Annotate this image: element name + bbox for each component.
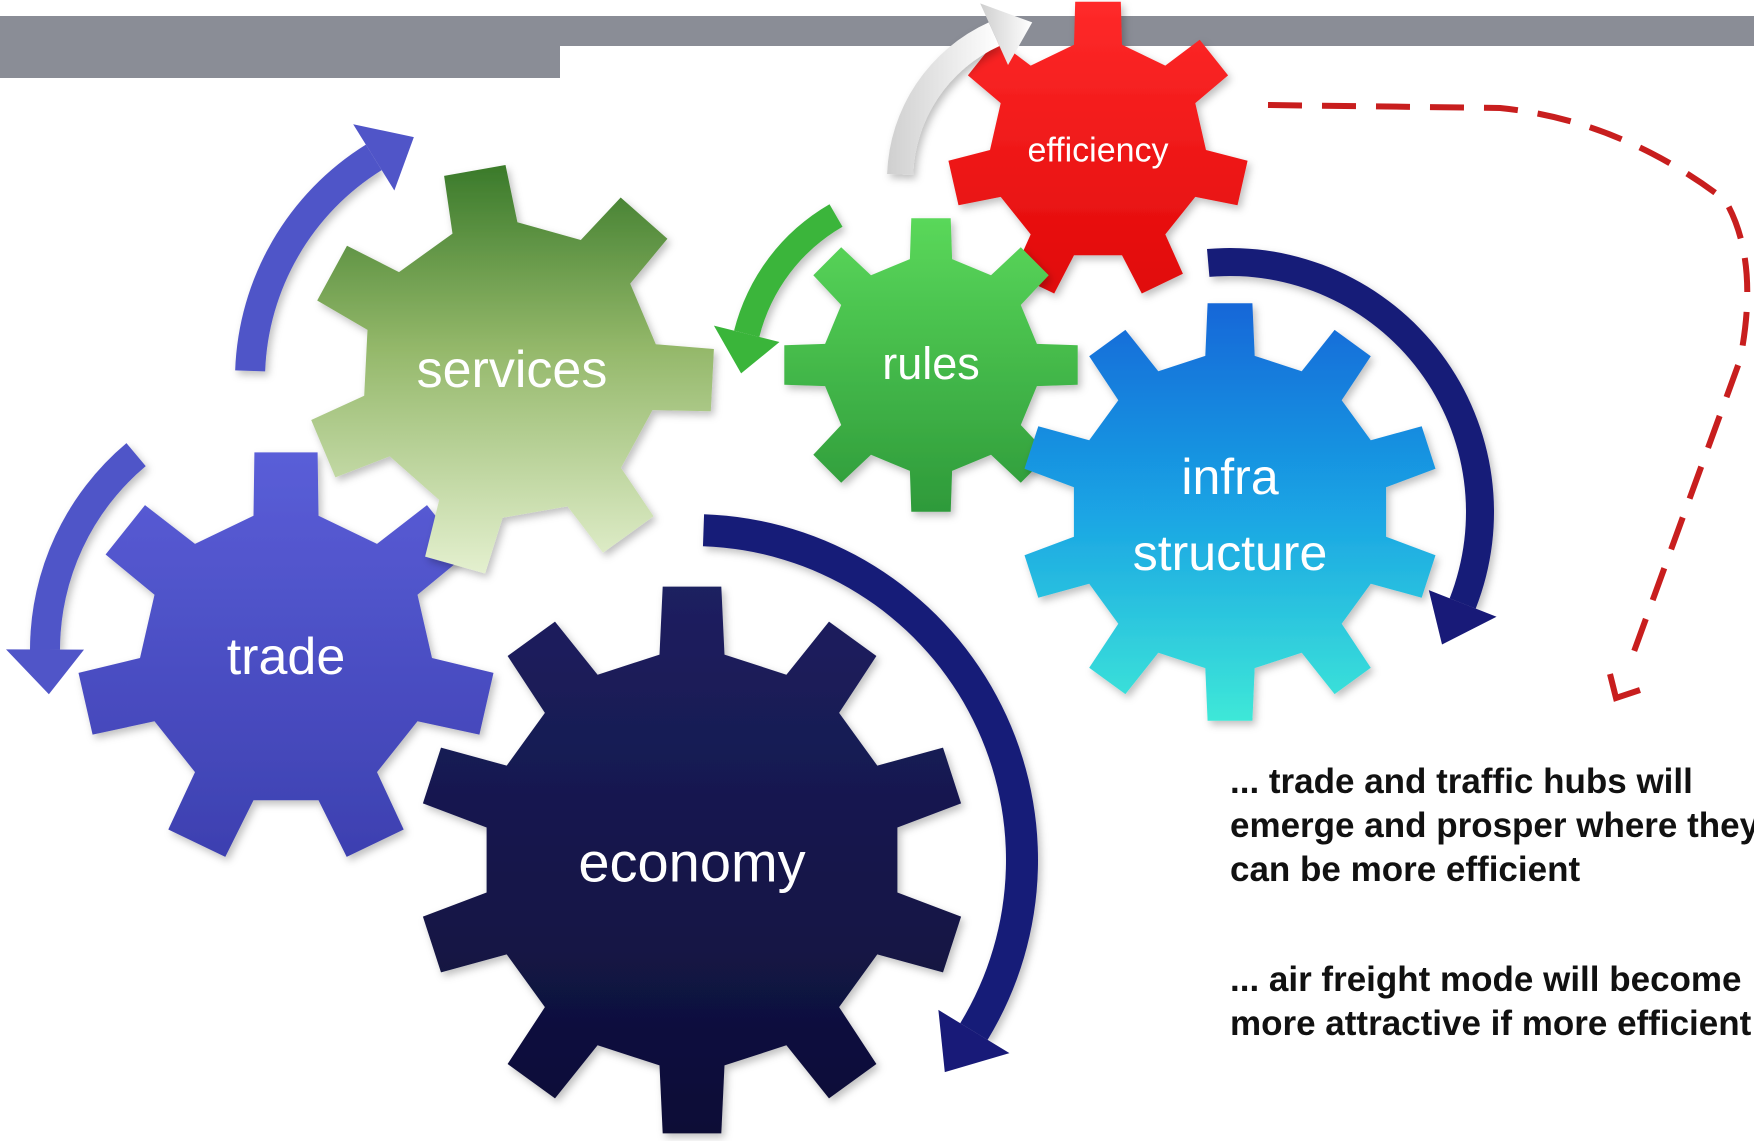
gear-label-infra: infra bbox=[1181, 449, 1279, 505]
arrow-infra-right-body bbox=[1206, 247, 1494, 609]
conclusion-hubs: ... trade and traffic hubs will emerge a… bbox=[1230, 762, 1754, 889]
arrow-trade-left-head bbox=[6, 649, 85, 695]
header-bar-right bbox=[560, 16, 1754, 46]
arrow-services-up-body bbox=[235, 144, 382, 372]
gear-label-trade: trade bbox=[226, 627, 346, 686]
gear-label-services: services bbox=[416, 340, 608, 399]
conclusion-air-freight: ... air freight mode will become more at… bbox=[1230, 960, 1752, 1043]
arrow-efficiency-up-head bbox=[980, 3, 1033, 66]
arrow-efficiency-up bbox=[887, 3, 1033, 175]
header-bars bbox=[0, 16, 1754, 78]
arrow-infra-right-head bbox=[1428, 590, 1497, 645]
arrow-economy-right-head bbox=[938, 1009, 1010, 1073]
gear-infrastructure bbox=[1024, 303, 1436, 721]
gear-rules bbox=[784, 218, 1078, 512]
arrow-trade-left-body bbox=[30, 443, 146, 650]
arrow-services-up-head bbox=[353, 124, 414, 191]
gear-label-economy: economy bbox=[578, 830, 806, 894]
gear-label-rules: rules bbox=[882, 338, 980, 389]
gear-services bbox=[311, 165, 714, 574]
arrow-rules-left bbox=[713, 204, 843, 374]
gear-label-efficiency: efficiency bbox=[1027, 131, 1169, 170]
arrow-rules-left-body bbox=[734, 204, 843, 337]
arrow-rules-left-head bbox=[713, 325, 780, 374]
dashed-red-arrow-line bbox=[1267, 102, 1751, 670]
dashed-red-arrowhead bbox=[1607, 673, 1641, 702]
gear-economy bbox=[422, 586, 962, 1134]
dashed-red-arrow bbox=[1267, 102, 1751, 702]
gear-label-structure: structure bbox=[1132, 525, 1328, 581]
gear-efficiency bbox=[948, 1, 1248, 294]
arrow-efficiency-up-body bbox=[887, 22, 1000, 175]
gear-trade bbox=[78, 452, 494, 857]
arrow-economy-right-body bbox=[702, 514, 1038, 1040]
arrow-economy-right bbox=[702, 514, 1038, 1073]
arrow-trade-left bbox=[6, 443, 146, 695]
arrow-services-up bbox=[235, 124, 414, 372]
header-bar-left bbox=[0, 16, 560, 78]
arrow-infra-right bbox=[1206, 247, 1497, 645]
